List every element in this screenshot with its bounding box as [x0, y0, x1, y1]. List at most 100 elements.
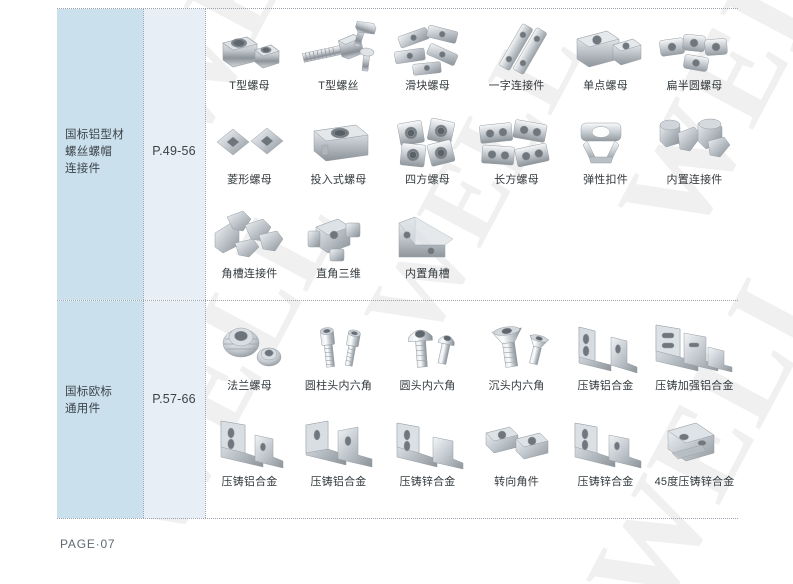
- product-cell[interactable]: 投入式螺母: [294, 109, 383, 202]
- product-cell[interactable]: 沉头内六角: [472, 315, 561, 408]
- product-label: 压铸铝合金: [221, 476, 278, 488]
- product-cell[interactable]: 压铸加强铝合金: [650, 315, 739, 408]
- page-range-label: P.57-66: [152, 392, 196, 406]
- page-range-cell[interactable]: P.49-56: [143, 9, 205, 300]
- product-label: 四方螺母: [405, 174, 450, 186]
- category-label-line: 国标欧标: [65, 386, 113, 398]
- product-label: 一字连接件: [488, 80, 545, 92]
- product-label: 转向角件: [494, 476, 539, 488]
- table-bottom-border: [57, 518, 738, 519]
- product-label: T型螺丝: [318, 80, 359, 92]
- product-label: 压铸加强铝合金: [655, 380, 734, 392]
- product-label: 内置角槽: [405, 268, 450, 280]
- product-label: 菱形螺母: [227, 174, 272, 186]
- die-cast-aluminum-bracket-2-icon: [294, 413, 383, 475]
- page-column-divider: [205, 8, 206, 518]
- product-label: 压铸铝合金: [310, 476, 367, 488]
- flange-nut-icon: [205, 317, 294, 379]
- die-cast-aluminum-bracket-icon: [205, 413, 294, 475]
- product-row: 压铸铝合金: [205, 411, 738, 504]
- product-label: 圆头内六角: [399, 380, 456, 392]
- product-cell[interactable]: 转向角件: [472, 411, 561, 504]
- product-cell[interactable]: 压铸铝合金: [205, 411, 294, 504]
- product-cell[interactable]: 内置连接件: [650, 109, 739, 202]
- product-grid: 法兰螺母: [205, 301, 738, 518]
- page-range-label: P.49-56: [152, 144, 196, 158]
- socket-cap-screw-icon: [294, 317, 383, 379]
- category-label: 国标欧标 通用件: [65, 384, 143, 418]
- category-cell: 国标欧标 通用件: [57, 301, 143, 518]
- product-cell[interactable]: 滑块螺母: [383, 15, 472, 108]
- product-cell[interactable]: 四方螺母: [383, 109, 472, 202]
- product-label: 角槽连接件: [221, 268, 278, 280]
- single-point-nut-icon: [561, 17, 650, 79]
- watermark-text: WELL: [780, 108, 793, 490]
- product-cell[interactable]: 压铸铝合金: [294, 411, 383, 504]
- product-cell[interactable]: 法兰螺母: [205, 315, 294, 408]
- product-label: 压铸铝合金: [577, 380, 634, 392]
- product-cell[interactable]: 角槽连接件: [205, 203, 294, 296]
- product-label: 投入式螺母: [310, 174, 367, 186]
- product-label: 直角三维: [316, 268, 361, 280]
- product-label: 滑块螺母: [405, 80, 450, 92]
- catalog-section-1: 国标铝型材 螺丝螺帽 连接件 P.49-56: [57, 9, 738, 300]
- category-label-line: 螺丝螺帽: [65, 146, 113, 158]
- button-head-screw-icon: [383, 317, 472, 379]
- category-label-line: 通用件: [65, 403, 101, 415]
- spring-clip-icon: [561, 111, 650, 173]
- product-label: 沉头内六角: [488, 380, 545, 392]
- category-label-line: 国标铝型材: [65, 129, 124, 141]
- product-cell[interactable]: T型螺母: [205, 15, 294, 108]
- die-cast-zinc-bracket-2-icon: [561, 413, 650, 475]
- product-cell[interactable]: 压铸锌合金: [561, 411, 650, 504]
- internal-connector-icon: [650, 111, 739, 173]
- page-number-label: PAGE·07: [60, 537, 116, 551]
- corner-slot-connector-icon: [205, 205, 294, 267]
- flat-half-round-nut-icon: [650, 17, 739, 79]
- rectangular-nut-icon: [472, 111, 561, 173]
- product-cell[interactable]: 菱形螺母: [205, 109, 294, 202]
- product-grid: T型螺母: [205, 9, 738, 300]
- product-cell[interactable]: 内置角槽: [383, 203, 472, 296]
- product-label: 压铸锌合金: [577, 476, 634, 488]
- straight-connector-icon: [472, 17, 561, 79]
- product-cell[interactable]: T型螺丝: [294, 15, 383, 108]
- product-label: 长方螺母: [494, 174, 539, 186]
- die-cast-aluminum-bracket-icon: [561, 317, 650, 379]
- category-label-line: 连接件: [65, 163, 101, 175]
- product-cell[interactable]: 一字连接件: [472, 15, 561, 108]
- t-nut-icon: [205, 17, 294, 79]
- product-cell[interactable]: 压铸锌合金: [383, 411, 472, 504]
- product-cell[interactable]: 圆柱头内六角: [294, 315, 383, 408]
- product-cell[interactable]: 45度压铸锌合金: [650, 411, 739, 504]
- product-cell[interactable]: 直角三维: [294, 203, 383, 296]
- product-cell[interactable]: 单点螺母: [561, 15, 650, 108]
- product-label: 内置连接件: [666, 174, 723, 186]
- product-cell[interactable]: 圆头内六角: [383, 315, 472, 408]
- product-label: 弹性扣件: [583, 174, 628, 186]
- slide-nut-icon: [383, 17, 472, 79]
- product-row: 法兰螺母: [205, 315, 738, 408]
- catalog-section-2: 国标欧标 通用件 P.57-66: [57, 301, 738, 518]
- product-row: 菱形螺母: [205, 109, 738, 202]
- page-range-cell[interactable]: P.57-66: [143, 301, 205, 518]
- product-row: T型螺母: [205, 15, 738, 108]
- t-bolt-icon: [294, 17, 383, 79]
- product-label: 压铸锌合金: [399, 476, 456, 488]
- product-label: 45度压铸锌合金: [654, 476, 735, 488]
- product-cell[interactable]: 弹性扣件: [561, 109, 650, 202]
- category-cell: 国标铝型材 螺丝螺帽 连接件: [57, 9, 143, 300]
- pivot-corner-icon: [472, 413, 561, 475]
- category-label: 国标铝型材 螺丝螺帽 连接件: [65, 127, 143, 178]
- product-cell[interactable]: 压铸铝合金: [561, 315, 650, 408]
- 45-degree-zinc-bracket-icon: [650, 413, 739, 475]
- product-cell[interactable]: 长方螺母: [472, 109, 561, 202]
- table-top-border: [57, 8, 738, 9]
- product-cell[interactable]: 扁半圆螺母: [650, 15, 739, 108]
- reinforced-aluminum-bracket-icon: [650, 317, 739, 379]
- product-label: 单点螺母: [583, 80, 628, 92]
- flat-head-screw-icon: [472, 317, 561, 379]
- internal-corner-slot-icon: [383, 205, 472, 267]
- drop-in-nut-icon: [294, 111, 383, 173]
- product-label: 圆柱头内六角: [304, 380, 373, 392]
